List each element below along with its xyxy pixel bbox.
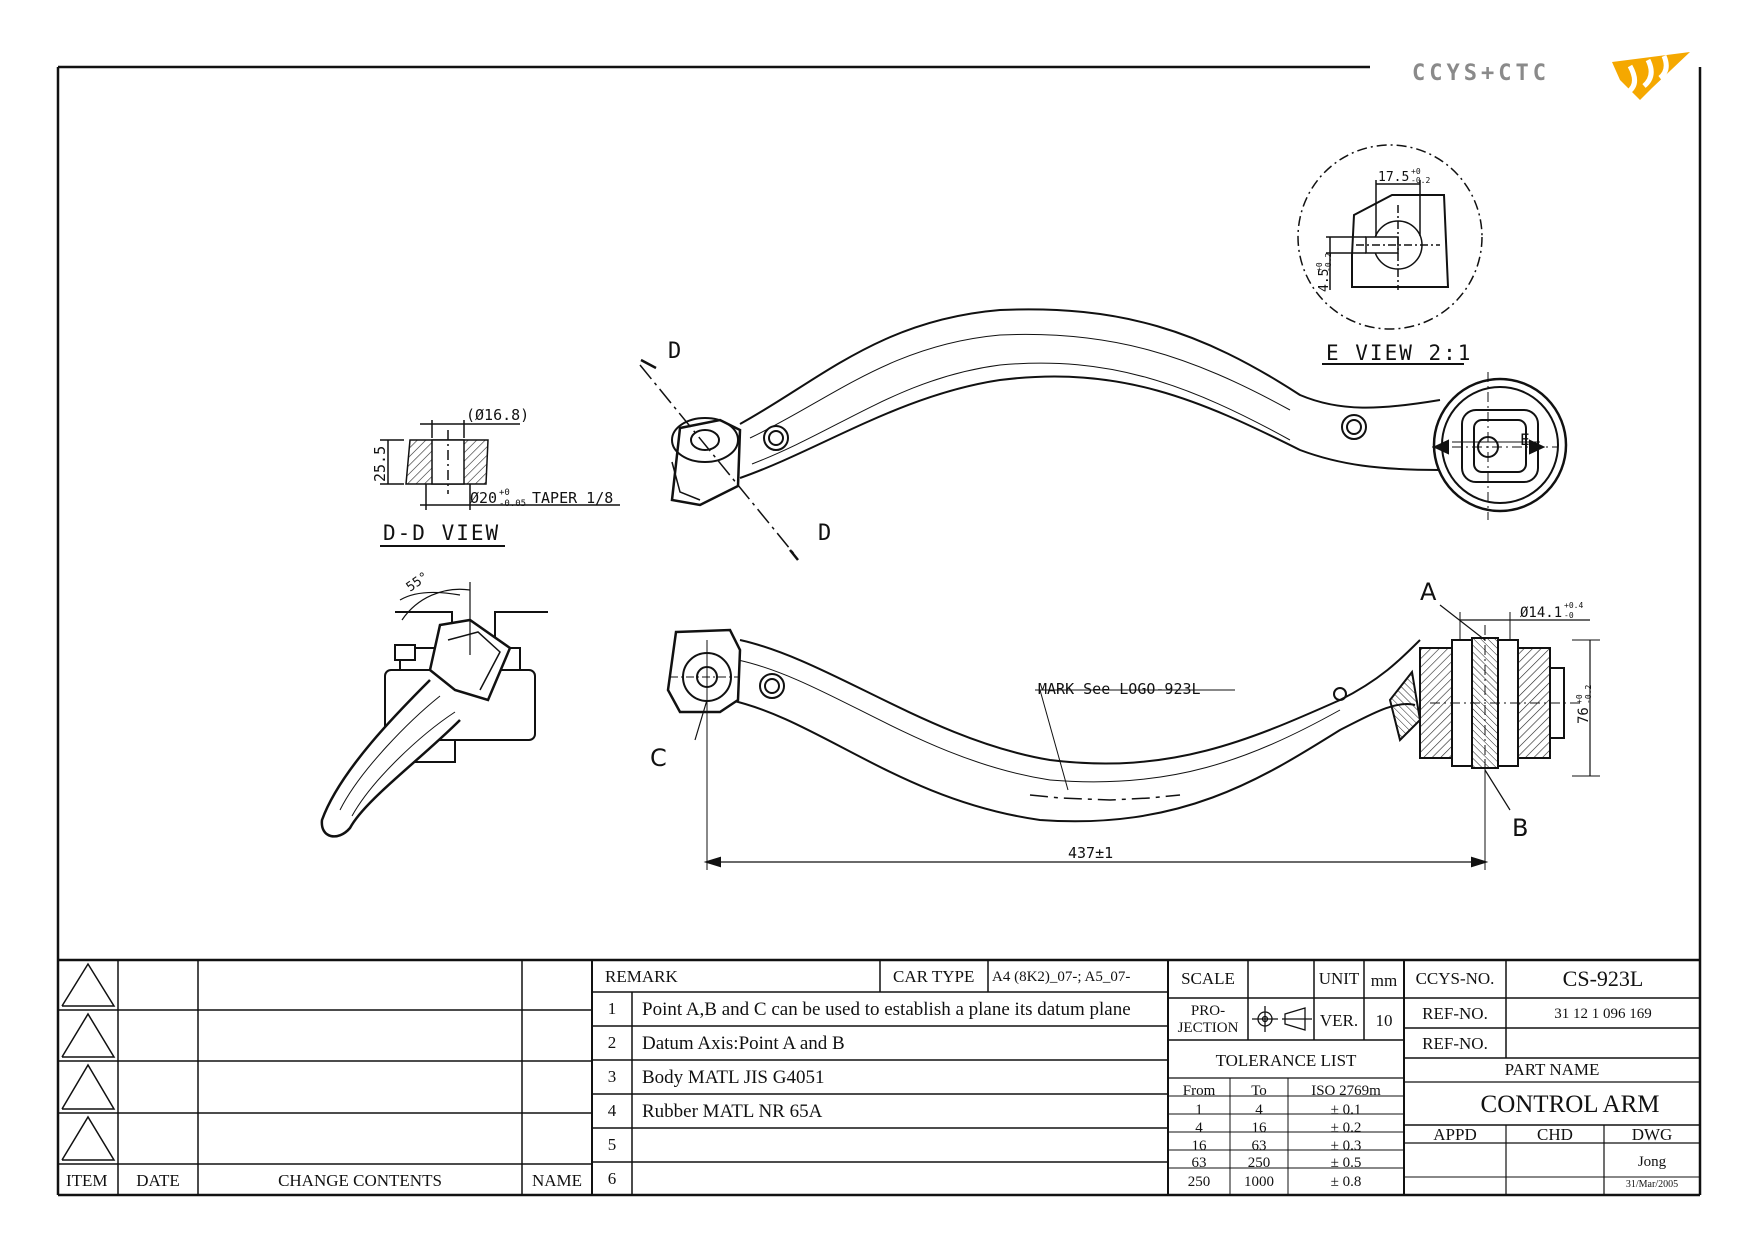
- brand-logo: CCYS+CTC: [1412, 52, 1690, 100]
- tol-row-4-tol: ± 0.5: [1330, 1155, 1362, 1171]
- dd-dim-diameter: (Ø16.8): [466, 406, 529, 424]
- dd-taper-text: TAPER 1/8: [532, 489, 613, 507]
- dwg-name: Jong: [1637, 1154, 1667, 1170]
- dwg-date: 31/Mar/2005: [1625, 1179, 1679, 1190]
- front-view: [666, 604, 1600, 870]
- rev-header-date: DATE: [136, 1171, 180, 1190]
- ccys-no-label: CCYS-NO.: [1415, 969, 1495, 988]
- remark-no-1: 1: [607, 999, 617, 1018]
- unit-value: mm: [1370, 971, 1398, 990]
- section-mark-d-top: D: [668, 339, 681, 364]
- e-view-title: E VIEW 2:1: [1326, 341, 1472, 365]
- remark-text-3: Body MATL JIS G4051: [642, 1067, 825, 1088]
- tol-header-from: From: [1182, 1083, 1216, 1099]
- projection-symbol: [1252, 1006, 1312, 1032]
- e-dim-slot-tol-lower: -0.2: [1324, 253, 1333, 272]
- rev-header-change-contents: CHANGE CONTENTS: [278, 1171, 442, 1190]
- e-dim-slot: 4.5: [1317, 269, 1332, 292]
- brand-logo-text: CCYS+CTC: [1412, 61, 1550, 86]
- dim-width: 76: [1576, 707, 1592, 724]
- remark-no-6: 6: [607, 1169, 617, 1188]
- point-a-label: A: [1420, 578, 1437, 606]
- dwg-label: DWG: [1631, 1125, 1673, 1144]
- dd-dim-taper-tol-lower: -0.05: [499, 499, 526, 509]
- ref-no-label-2: REF-NO.: [1422, 1034, 1488, 1053]
- tol-row-1-to: 4: [1255, 1102, 1263, 1118]
- dd-view-title: D-D VIEW: [383, 521, 500, 545]
- remark-text-2: Datum Axis:Point A and B: [642, 1033, 845, 1054]
- scale-label: SCALE: [1181, 969, 1235, 988]
- tol-row-5-from: 250: [1187, 1174, 1211, 1190]
- title-block-grid: [58, 958, 1700, 1195]
- e-dim-width-tol-lower: -0.2: [1411, 176, 1430, 185]
- rev-header-item: ITEM: [66, 1171, 108, 1190]
- tol-row-5-to: 1000: [1244, 1174, 1274, 1190]
- dd-dim-taper: Ø20: [470, 489, 497, 507]
- rev-header-name: NAME: [531, 1171, 583, 1190]
- tol-row-3-to: 63: [1251, 1138, 1267, 1154]
- remark-no-4: 4: [607, 1101, 617, 1120]
- ref-no-value-1: 31 12 1 096 169: [1554, 1006, 1652, 1022]
- remark-text-4: Rubber MATL NR 65A: [642, 1101, 823, 1122]
- car-type-value: A4 (8K2)_07-; A5_07-: [992, 969, 1131, 985]
- remark-title: REMARK: [605, 967, 678, 986]
- ccys-no-value: CS-923L: [1562, 966, 1644, 991]
- sheet-border: [56, 65, 1702, 1197]
- tol-row-2-from: 4: [1195, 1120, 1203, 1136]
- car-type-label: CAR TYPE: [893, 967, 975, 986]
- remark-no-5: 5: [607, 1135, 617, 1154]
- tol-row-2-tol: ± 0.2: [1330, 1120, 1362, 1136]
- dim-bore-tol-lower: -0: [1564, 611, 1574, 620]
- ver-label: VER.: [1319, 1011, 1359, 1030]
- tol-header-iso: ISO 2769m: [1311, 1083, 1381, 1099]
- section-mark-e: E: [1520, 430, 1530, 449]
- appd-label: APPD: [1433, 1125, 1477, 1144]
- tol-row-1-tol: ± 0.1: [1330, 1102, 1362, 1118]
- dim-width-tol-lower: -0.2: [1584, 685, 1593, 704]
- tol-row-3-tol: ± 0.3: [1330, 1138, 1362, 1154]
- tol-row-3-from: 16: [1191, 1138, 1207, 1154]
- remark-no-3: 3: [607, 1067, 617, 1086]
- tol-row-2-to: 16: [1251, 1120, 1267, 1136]
- dim-length: 437±1: [1068, 844, 1113, 862]
- unit-label: UNIT: [1318, 969, 1360, 988]
- section-mark-d-bottom: D: [818, 521, 831, 546]
- ref-no-label-1: REF-NO.: [1422, 1004, 1488, 1023]
- dd-dim-height: 25.5: [371, 446, 389, 482]
- tol-row-5-tol: ± 0.8: [1330, 1174, 1362, 1190]
- side-view: [320, 582, 548, 838]
- projection-label-2: JECTION: [1177, 1020, 1239, 1036]
- part-name-label: PART NAME: [1504, 1060, 1600, 1079]
- e-dim-width: 17.5: [1378, 170, 1409, 185]
- ver-value: 10: [1375, 1011, 1393, 1030]
- tol-row-4-from: 63: [1191, 1155, 1207, 1171]
- dim-bore: Ø14.1: [1520, 605, 1562, 621]
- top-view: [639, 308, 1568, 561]
- part-name-value: CONTROL ARM: [1480, 1091, 1660, 1118]
- e-dim-slot-tol-upper: +0: [1315, 262, 1324, 272]
- tolerance-title: TOLERANCE LIST: [1215, 1051, 1357, 1070]
- tol-row-1-from: 1: [1195, 1102, 1203, 1118]
- e-dim-width-tol-upper: +0: [1411, 167, 1421, 176]
- dim-bore-tol-upper: +0.4: [1564, 601, 1583, 610]
- dd-dim-taper-tol-upper: +0: [499, 488, 510, 498]
- remark-no-2: 2: [607, 1033, 617, 1052]
- dd-view: [380, 420, 620, 547]
- chd-label: CHD: [1537, 1125, 1573, 1144]
- e-view-detail: [1297, 144, 1483, 365]
- tol-header-to: To: [1251, 1083, 1267, 1099]
- dim-width-tol-upper: +0: [1575, 694, 1584, 704]
- point-b-label: B: [1512, 814, 1528, 842]
- side-view-angle: 55°: [404, 570, 432, 596]
- mark-note: MARK See LOGO-923L: [1038, 680, 1201, 698]
- point-c-label: C: [650, 744, 667, 772]
- tol-row-4-to: 250: [1247, 1155, 1271, 1171]
- projection-label-1: PRO-: [1190, 1003, 1226, 1019]
- remark-text-1: Point A,B and C can be used to establish…: [642, 999, 1131, 1020]
